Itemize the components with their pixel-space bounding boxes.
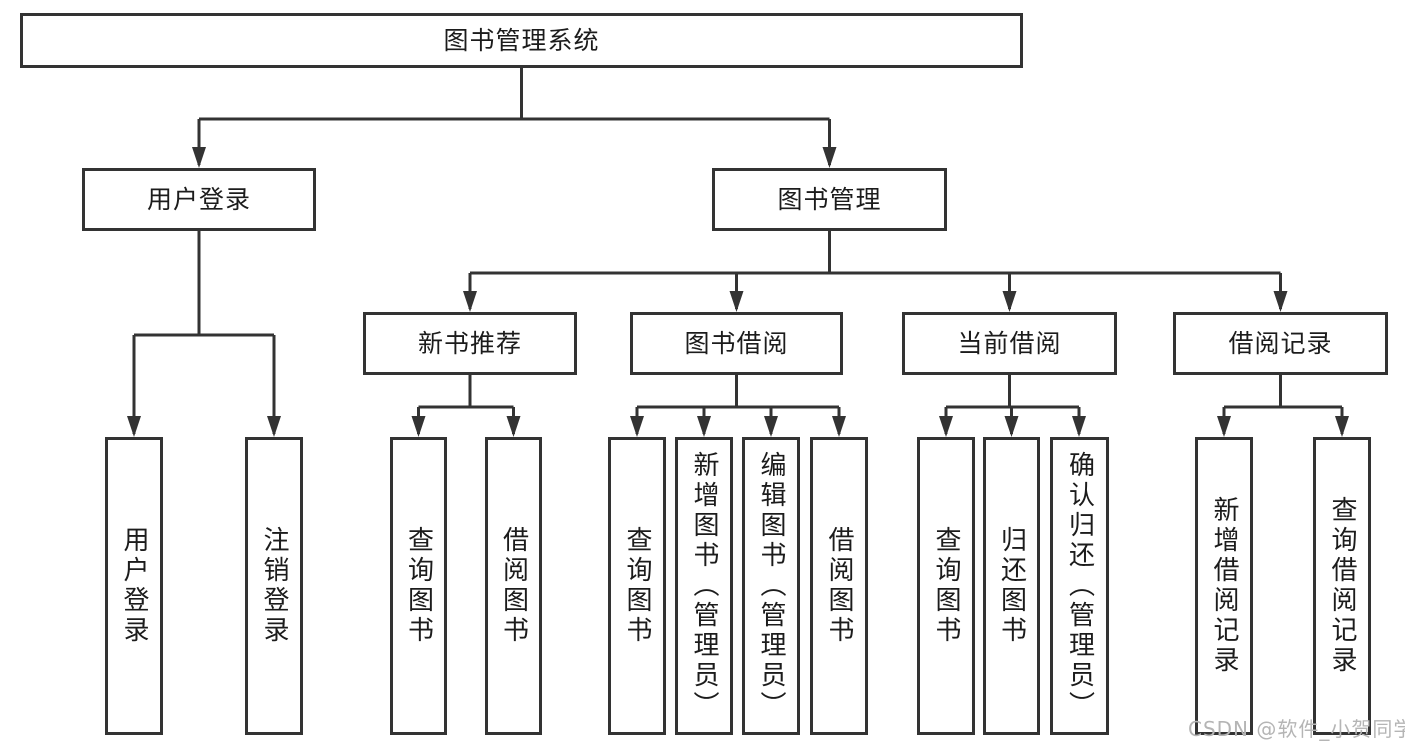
leaf-query-book-recommend: 查询图书 [390, 437, 447, 735]
leaf-label: 用户登录 [119, 526, 149, 646]
leaf-label: 编辑图书（管理员） [756, 451, 786, 721]
leaf-label: 查询借阅记录 [1327, 496, 1357, 676]
node-user-login: 用户登录 [82, 168, 316, 231]
arrowheads [127, 147, 1349, 437]
node-library-management-system: 图书管理系统 [20, 13, 1023, 68]
node-borrowing-records: 借阅记录 [1173, 312, 1388, 375]
node-label: 新书推荐 [417, 329, 522, 358]
leaf-borrow-book: 借阅图书 [810, 437, 868, 735]
leaf-confirm-return-admin: 确认归还（管理员） [1050, 437, 1109, 735]
leaf-add-borrow-record: 新增借阅记录 [1195, 437, 1253, 735]
leaf-label: 新增图书（管理员） [689, 451, 719, 721]
node-book-borrowing: 图书借阅 [630, 312, 843, 375]
node-label: 当前借阅 [957, 329, 1062, 358]
leaf-label: 查询图书 [403, 526, 434, 646]
leaf-label: 归还图书 [996, 526, 1027, 646]
node-book-management: 图书管理 [712, 168, 947, 231]
leaf-label: 新增借阅记录 [1209, 496, 1239, 676]
leaf-query-book-borrowing: 查询图书 [608, 437, 666, 735]
node-label: 用户登录 [146, 185, 251, 214]
leaf-query-book-current: 查询图书 [917, 437, 975, 735]
tree-edges [132, 68, 1344, 434]
leaf-label: 借阅图书 [498, 526, 529, 646]
leaf-label: 确认归还（管理员） [1064, 451, 1095, 721]
leaf-query-borrow-record: 查询借阅记录 [1313, 437, 1371, 735]
node-label: 图书借阅 [684, 329, 789, 358]
leaf-add-book-admin: 新增图书（管理员） [675, 437, 733, 735]
csdn-watermark: CSDN @软件_小贺同学 [1188, 717, 1405, 741]
node-label: 借阅记录 [1228, 329, 1333, 358]
leaf-label: 查询图书 [622, 526, 652, 646]
leaf-label: 注销登录 [259, 526, 289, 646]
leaf-edit-book-admin: 编辑图书（管理员） [742, 437, 800, 735]
node-current-borrowing: 当前借阅 [902, 312, 1117, 375]
node-label: 图书管理 [777, 185, 882, 214]
leaf-label: 查询图书 [931, 526, 961, 646]
leaf-logout: 注销登录 [245, 437, 303, 735]
node-new-book-recommend: 新书推荐 [363, 312, 577, 375]
leaf-return-book: 归还图书 [983, 437, 1040, 735]
node-label: 图书管理系统 [443, 26, 600, 55]
leaf-user-login: 用户登录 [105, 437, 163, 735]
leaf-borrow-book-recommend: 借阅图书 [485, 437, 542, 735]
leaf-label: 借阅图书 [824, 526, 854, 646]
